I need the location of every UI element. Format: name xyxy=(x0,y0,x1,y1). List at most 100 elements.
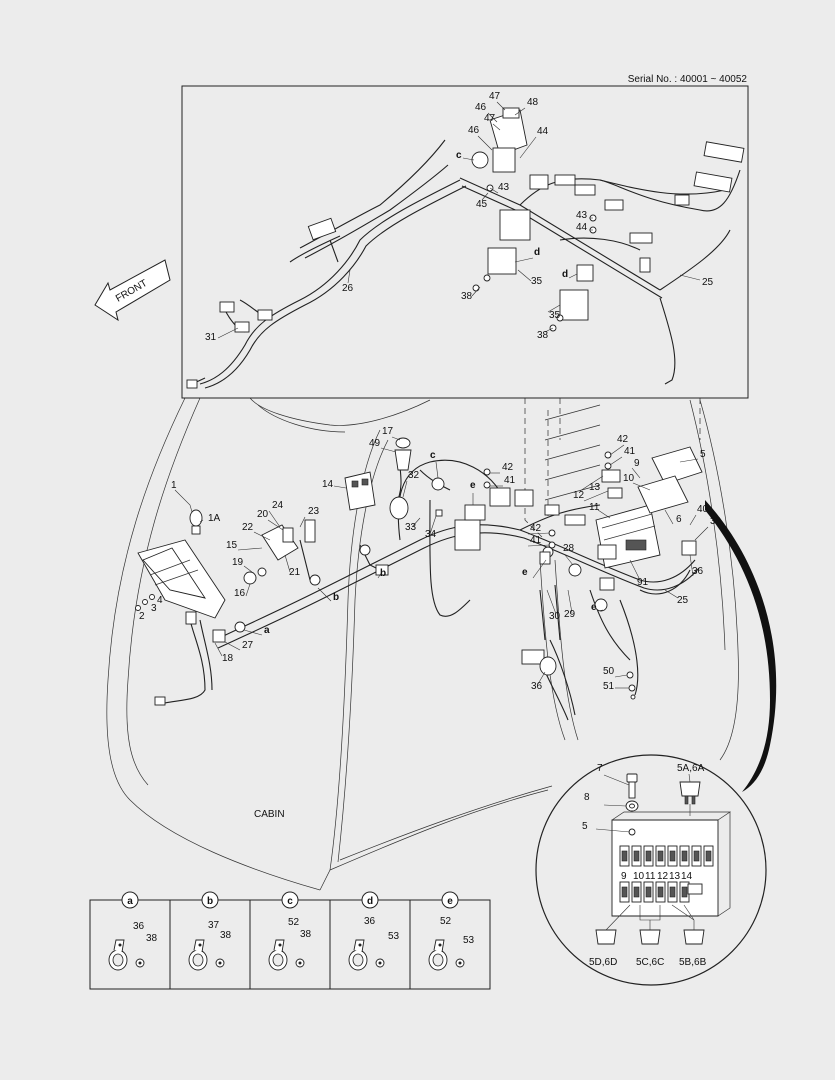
callout-41c: 41 xyxy=(624,446,636,457)
fuse-blade xyxy=(633,850,640,862)
detail-callout: 38 xyxy=(300,929,312,940)
callout-35a: 35 xyxy=(531,276,543,287)
callout-50: 50 xyxy=(603,666,615,677)
fuse-blade xyxy=(621,850,628,862)
callout-10: 10 xyxy=(623,473,635,484)
callout-46b: 46 xyxy=(468,125,480,136)
clamp-inner xyxy=(432,953,444,967)
callout-28: 28 xyxy=(563,543,575,554)
detail-key-circle xyxy=(441,891,459,909)
callout-9: 9 xyxy=(634,458,640,469)
callout-b1: b xyxy=(380,568,386,579)
detail-key-circle xyxy=(361,891,379,909)
fuse-blade xyxy=(681,886,688,898)
callout-35b: 35 xyxy=(549,310,561,321)
callout-38a: 38 xyxy=(461,291,473,302)
callout-a1: a xyxy=(264,625,270,636)
clamp-inner xyxy=(352,953,364,967)
callout-c: c xyxy=(456,150,462,161)
callout-32: 32 xyxy=(408,470,420,481)
callout-34: 34 xyxy=(425,529,437,540)
callout-e2: e xyxy=(522,567,528,578)
detail-callout: 53 xyxy=(463,935,475,946)
detail-key-e: e xyxy=(447,896,453,907)
detail-key-d: d xyxy=(367,896,373,907)
clamp-hole xyxy=(198,943,202,947)
serial-number: Serial No. : 40001 ~ 40052 xyxy=(628,74,748,85)
detail-key-circle xyxy=(281,891,299,909)
bolt-center xyxy=(138,961,142,965)
main-harness xyxy=(164,449,700,721)
detail-callout: 37 xyxy=(208,920,220,931)
clamp-inner xyxy=(112,953,124,967)
callout-36a: 36 xyxy=(692,566,704,577)
callout-44b: 44 xyxy=(576,222,588,233)
callout-25b: 25 xyxy=(677,595,689,606)
callout-24: 24 xyxy=(272,500,284,511)
fuse-blade xyxy=(657,886,664,898)
callout-38b: 38 xyxy=(537,330,549,341)
upper-harness-26 xyxy=(186,139,467,389)
callout-15: 15 xyxy=(226,540,238,551)
callout-51: 51 xyxy=(603,681,615,692)
callout-33: 33 xyxy=(405,522,417,533)
fuse-number: 12 xyxy=(657,871,669,882)
fuse-blade xyxy=(681,850,688,862)
callout-25a: 25 xyxy=(702,277,714,288)
callout-42a: 42 xyxy=(502,462,514,473)
callout-43a: 43 xyxy=(498,182,510,193)
callout-18: 18 xyxy=(222,653,234,664)
callout-47a: 47 xyxy=(489,91,501,102)
fuse-blade xyxy=(621,886,628,898)
callout-20: 20 xyxy=(257,509,269,520)
upper-harness-frame xyxy=(181,85,749,399)
bolt-center xyxy=(218,961,222,965)
callout-7: 7 xyxy=(597,763,603,774)
detail-key-b: b xyxy=(207,896,213,907)
fuse-blade xyxy=(693,850,700,862)
callout-91: 91 xyxy=(637,577,649,588)
callout-3: 3 xyxy=(151,603,157,614)
fuse-blade xyxy=(633,886,640,898)
inset-pointer xyxy=(705,500,777,792)
callout-e3: e xyxy=(591,602,597,613)
callout-8: 8 xyxy=(584,792,590,803)
clamp-inner xyxy=(272,953,284,967)
callout-44a: 44 xyxy=(537,126,549,137)
callout-46a: 46 xyxy=(475,102,487,113)
detail-callout: 52 xyxy=(440,916,452,927)
fuse-blade xyxy=(705,850,712,862)
callout-31: 31 xyxy=(205,332,217,343)
callout-6: 6 xyxy=(676,514,682,525)
fuse-blade xyxy=(657,850,664,862)
callout-26: 26 xyxy=(342,283,354,294)
bolt-center xyxy=(458,961,462,965)
fuse-blade xyxy=(645,850,652,862)
callout-14: 14 xyxy=(322,479,334,490)
fuse-number: 11 xyxy=(645,871,656,882)
fuse-blade xyxy=(669,886,676,898)
callout-13: 13 xyxy=(589,482,601,493)
fuse-number: 13 xyxy=(669,871,681,882)
fuse-blade xyxy=(669,850,676,862)
callout-d2: d xyxy=(562,269,568,280)
callout-45: 45 xyxy=(476,199,488,210)
clamp-hole xyxy=(278,943,282,947)
callout-21: 21 xyxy=(289,567,301,578)
fuse-number: 9 xyxy=(621,871,627,882)
callout-41b: 41 xyxy=(530,535,542,546)
callout-5C6C: 5C,6C xyxy=(636,957,664,968)
callout-30: 30 xyxy=(549,611,561,622)
callout-2: 2 xyxy=(139,611,145,622)
callout-43b: 43 xyxy=(576,210,588,221)
callout-22: 22 xyxy=(242,522,254,533)
clamp-hole xyxy=(358,943,362,947)
callout-5B6B: 5B,6B xyxy=(679,957,707,968)
